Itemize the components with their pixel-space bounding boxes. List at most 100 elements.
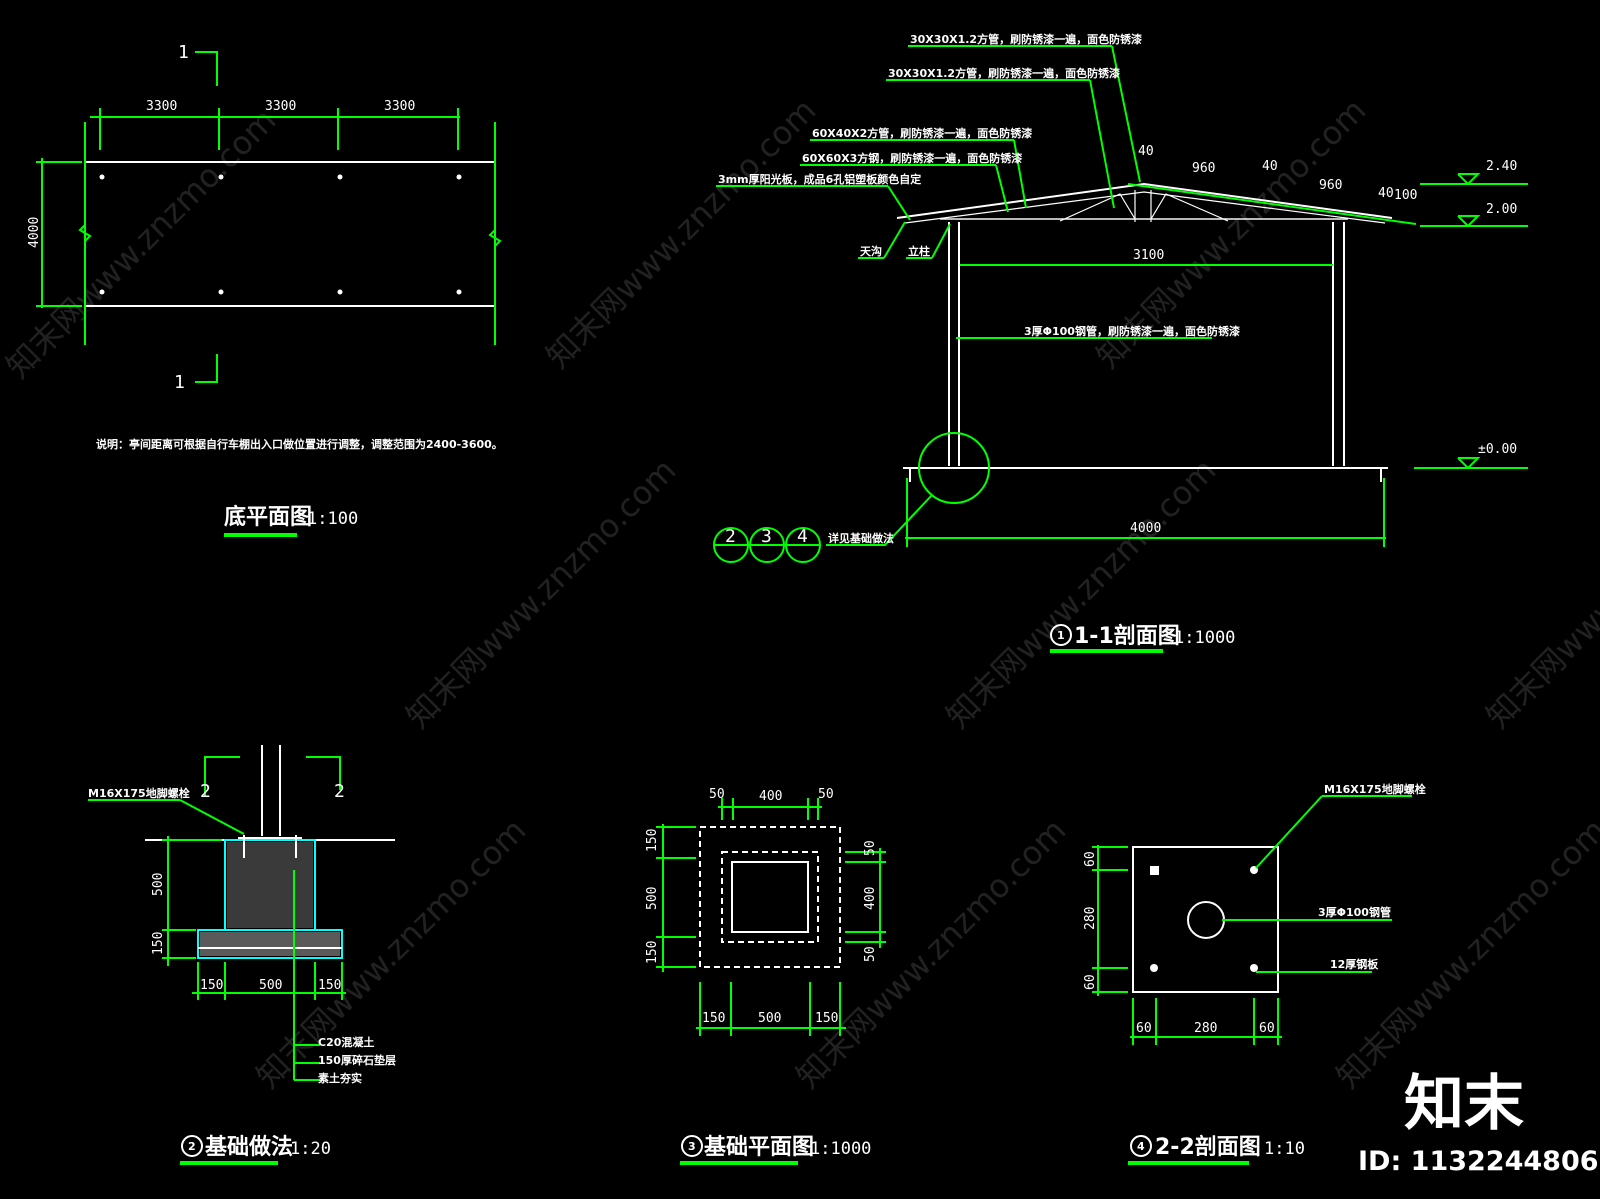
column-point	[99, 174, 105, 180]
dim-280-bottom: 280	[1194, 1021, 1217, 1036]
dim-400-right: 400	[863, 887, 878, 910]
elev-0: ±0.00	[1478, 442, 1517, 457]
leader-line	[1255, 795, 1323, 869]
dim-150-left: 150	[200, 978, 223, 993]
gravel-fill	[200, 932, 340, 956]
column-point	[99, 289, 105, 295]
watermark-text: 知末网www.znzmo.com	[1479, 451, 1600, 736]
section-2-2: M16X175地脚螺栓 3厚Φ100钢管 12厚钢板 60 280 60 60 …	[1083, 782, 1426, 1165]
image-id: ID: 1132244806	[1358, 1146, 1599, 1177]
label-steel-pipe: 3厚Φ100钢管，刷防锈漆一遍，面色防锈漆	[1024, 324, 1240, 338]
section-cut-2-right	[306, 756, 341, 790]
concrete-fill	[227, 842, 313, 928]
label-sunboard: 3mm厚阳光板，成品6孔铝塑板颜色自定	[718, 172, 921, 186]
leader-line	[179, 799, 245, 835]
dim-960-a: 960	[1192, 161, 1215, 176]
section-2-2-scale: 1:10	[1264, 1139, 1305, 1159]
detail-num-3: 3	[761, 526, 772, 547]
detail-num-4: 4	[797, 526, 808, 547]
leader-line	[1089, 79, 1115, 209]
leader-line	[1111, 45, 1141, 183]
label-tube-3: 60X40X2方管，刷防锈漆一遍，面色防锈漆	[812, 126, 1032, 140]
section-cut-label-top: 1	[178, 42, 189, 63]
dim-60-left-a: 60	[1083, 851, 1098, 867]
section-1-1-title: 1-1剖面图	[1074, 623, 1180, 649]
section-2-2-title: 2-2剖面图	[1155, 1134, 1261, 1160]
column-point	[218, 174, 224, 180]
break-symbol	[78, 224, 92, 242]
section-cut-2-label-left: 2	[200, 781, 211, 802]
column-point	[337, 289, 343, 295]
dim-3300-c: 3300	[384, 99, 415, 114]
elev-2-40: 2.40	[1486, 159, 1517, 174]
foundation-title: 基础做法	[205, 1134, 293, 1160]
watermark-text: 知末网www.znzmo.com	[1329, 811, 1600, 1096]
detail-num-2: 2	[725, 526, 736, 547]
label-gutter: 天沟	[860, 244, 882, 258]
watermark-text: 知末网www.znzmo.com	[789, 811, 1073, 1096]
dim-500-width: 500	[259, 978, 282, 993]
break-symbol	[488, 229, 502, 247]
dim-100: 100	[1394, 188, 1417, 203]
label-pipe: 3厚Φ100钢管	[1318, 905, 1391, 919]
label-steel-4: 60X60X3方钢，刷防锈漆一遍，面色防锈漆	[802, 151, 1022, 165]
elev-2-00: 2.00	[1486, 202, 1517, 217]
title-circle	[681, 1135, 703, 1157]
watermark-text: 知末网www.znzmo.com	[939, 451, 1223, 736]
section-cut-2-left	[204, 756, 240, 796]
title-circle	[1050, 624, 1072, 646]
dim-400-top: 400	[759, 789, 782, 804]
title-circle	[1130, 1135, 1152, 1157]
section-cut-2-label-right: 2	[334, 781, 345, 802]
dim-4000-vertical: 4000	[27, 217, 42, 248]
bolt-hole	[1250, 964, 1258, 972]
foundation-plan-scale: 1:1000	[810, 1139, 871, 1159]
dim-500: 500	[151, 873, 166, 896]
column-point	[456, 289, 462, 295]
pier-inner	[731, 861, 809, 933]
elev-marker	[1457, 173, 1481, 186]
bolt-hole	[1150, 866, 1159, 875]
dim-500-bottom: 500	[758, 1011, 781, 1026]
foundation-scale: 1:20	[290, 1139, 331, 1159]
pipe-section	[1187, 901, 1225, 939]
detail-circle	[918, 432, 990, 504]
column-point	[456, 174, 462, 180]
title-circle	[181, 1135, 203, 1157]
section-cut-top	[195, 51, 218, 86]
dim-60-bottom-b: 60	[1259, 1021, 1275, 1036]
watermark-text: 知末网www.znzmo.com	[399, 451, 684, 736]
label-tube-2: 30X30X1.2方管，刷防锈漆一遍，面色防锈漆	[888, 66, 1120, 80]
dim-40-a: 40	[1138, 144, 1154, 159]
gravel-bed	[197, 929, 343, 959]
elev-marker	[1457, 457, 1481, 470]
dim-60-bottom-a: 60	[1136, 1021, 1152, 1036]
brand-logo: 知末	[1404, 1069, 1524, 1139]
dim-150: 150	[151, 932, 166, 955]
floor-plan: 1 1 3300 3300 3300 4000	[27, 42, 503, 537]
dim-50-top-a: 50	[709, 787, 725, 802]
dim-150-left-a: 150	[645, 829, 660, 852]
bolt-hole	[1150, 964, 1158, 972]
dim-500-left: 500	[645, 887, 660, 910]
foundation-plan: 50 400 50 150 500 150 50 400 50 150 500 …	[645, 787, 886, 1165]
dim-3100: 3100	[1133, 248, 1164, 263]
dim-4000: 4000	[1130, 521, 1161, 536]
plan-scale: 1:100	[307, 509, 358, 529]
leader-line	[931, 223, 951, 259]
truss-web	[1150, 193, 1229, 222]
section-cut-bottom	[195, 354, 218, 383]
foundation-plan-title: 基础平面图	[704, 1135, 814, 1160]
dim-40-b: 40	[1262, 159, 1278, 174]
dim-60-left-b: 60	[1083, 974, 1098, 990]
label-column: 立柱	[908, 244, 930, 258]
dim-150-left-b: 150	[645, 941, 660, 964]
leader-line	[995, 164, 1009, 213]
dim-50-right-a: 50	[863, 840, 878, 856]
plan-note: 说明：亭间距离可根据自行车棚出入口做位置进行调整，调整范围为2400-3600。	[96, 437, 503, 451]
truss-web	[1059, 193, 1136, 222]
material-concrete: C20混凝土	[318, 1035, 374, 1049]
title-circle-num: 3	[688, 1140, 696, 1153]
dim-960-b: 960	[1319, 178, 1342, 193]
